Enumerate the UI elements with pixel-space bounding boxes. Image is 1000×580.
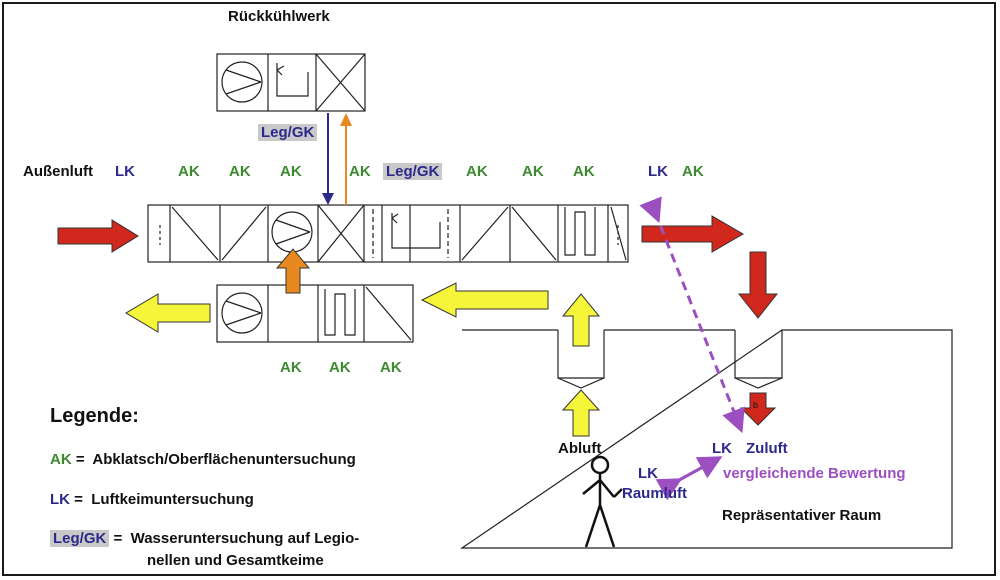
legend-text-continued: nellen und Gesamtkeime (147, 552, 324, 569)
tower-connection-arrows (322, 113, 352, 205)
ak-label: AK (229, 163, 251, 180)
legend-item-lk: LK = Luftkeimuntersuchung (50, 491, 254, 508)
lk-raumluft-label: LK (638, 465, 658, 482)
legend-key: AK (50, 451, 72, 468)
ak-label: AK (178, 163, 200, 180)
exhaust-unit (216, 284, 414, 343)
lk-zuluft-label: LK (712, 440, 732, 457)
exhaust-out-arrow (420, 282, 549, 318)
supply-air-arrow-right (641, 215, 744, 253)
exhaust-up-arrow (561, 293, 601, 347)
ak-label: AK (466, 163, 488, 180)
room-air-label: Raumluft (622, 485, 687, 502)
filter-letter: b (753, 400, 759, 410)
ak-label: AK (280, 359, 302, 376)
room-supply-arrow (739, 392, 777, 426)
ak-label: AK (349, 163, 371, 180)
lk-supply-label: LK (648, 163, 668, 180)
ak-label: AK (573, 163, 595, 180)
leg-gk-label: Leg/GK (383, 163, 443, 180)
legend-text: Abklatsch/Oberflächenuntersuchung (92, 451, 356, 468)
legend-title: Legende: (50, 405, 139, 427)
legend-item-ak: AK = Abklatsch/Oberflächenuntersuchung (50, 451, 356, 468)
legend-separator: = (71, 451, 93, 468)
legend-key: Leg/GK (50, 530, 110, 547)
comparison-arrows (639, 196, 745, 501)
ak-label: AK (380, 359, 402, 376)
legend-separator: = (70, 491, 92, 508)
legend-key: LK (50, 491, 70, 508)
leg-gk-tower-label: Leg/GK (258, 124, 318, 141)
person-figure (582, 455, 623, 548)
ak-label: AK (329, 359, 351, 376)
outside-air-label: Außenluft (23, 163, 93, 180)
arrows (57, 215, 779, 437)
cooling-tower-title: Rückkühlwerk (228, 8, 330, 25)
heat-recovery-arrow (275, 248, 311, 294)
lk-outside-label: LK (115, 163, 135, 180)
air-handling-unit (147, 204, 629, 263)
legend-text: Wasseruntersuchung auf Legio- (130, 530, 360, 547)
legend-text: Luftkeimuntersuchung (91, 491, 254, 508)
room-exhaust-arrow (561, 389, 601, 437)
supply-air-arrow-down (737, 251, 779, 319)
legend-item-leg: Leg/GK = Wasseruntersuchung auf Legio- (50, 530, 359, 547)
exhaust-final-arrow (125, 293, 211, 333)
room-label: Repräsentativer Raum (722, 507, 882, 524)
outside-air-arrow (57, 219, 139, 253)
ak-label: AK (682, 163, 704, 180)
ak-label: AK (280, 163, 302, 180)
cooling-tower-unit (216, 53, 366, 112)
comparison-label: vergleichende Bewertung (723, 465, 906, 482)
ak-label: AK (522, 163, 544, 180)
supply-air-label: Zuluft (746, 440, 788, 457)
legend-separator: = (109, 530, 131, 547)
exhaust-air-label: Abluft (558, 440, 602, 457)
